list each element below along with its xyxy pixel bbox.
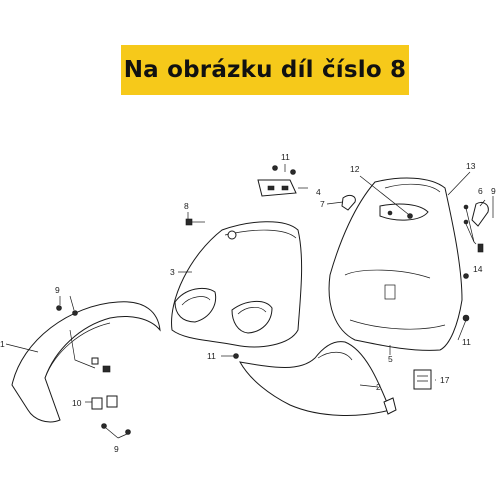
- label-part-12: 12: [350, 164, 360, 174]
- label-plate: [413, 369, 432, 390]
- small-cover: [257, 179, 297, 197]
- label-part-11-right: 11: [462, 337, 471, 347]
- label-part-13: 13: [466, 161, 476, 171]
- screws: [56, 165, 494, 435]
- nut-pair: [91, 395, 118, 410]
- label-part-4: 4: [316, 187, 321, 197]
- label-part-14: 14: [473, 264, 483, 274]
- label-part-9-left: 9: [55, 285, 60, 295]
- label-part-17: 17: [440, 375, 450, 385]
- label-part-5: 5: [388, 354, 393, 364]
- part-labels: 1 2 3 4 5 6 7 8 9 9 9 10 11 11 11 12 13 …: [0, 152, 496, 454]
- label-part-9-right: 9: [491, 186, 496, 196]
- label-part-3: 3: [170, 267, 175, 277]
- banner-title: Na obrázku díl číslo 8: [123, 57, 407, 83]
- lower-front-cover: [239, 341, 397, 416]
- label-part-8: 8: [184, 201, 189, 211]
- leader-lines: [5, 164, 486, 439]
- front-fender: [11, 301, 161, 423]
- label-part-1: 1: [0, 339, 5, 349]
- label-part-11-left: 11: [207, 351, 216, 361]
- label-part-7: 7: [320, 199, 325, 209]
- label-part-11-top: 11: [281, 152, 290, 162]
- hook-part: [471, 201, 489, 227]
- label-part-6: 6: [478, 186, 483, 196]
- label-part-10: 10: [72, 398, 82, 408]
- inner-leg-shield: [328, 177, 463, 351]
- label-part-9-bottom: 9: [114, 444, 119, 454]
- clip: [341, 194, 356, 211]
- part-number-banner: Na obrázku díl číslo 8: [121, 45, 409, 95]
- label-part-2: 2: [376, 382, 381, 392]
- front-cover: [171, 221, 303, 348]
